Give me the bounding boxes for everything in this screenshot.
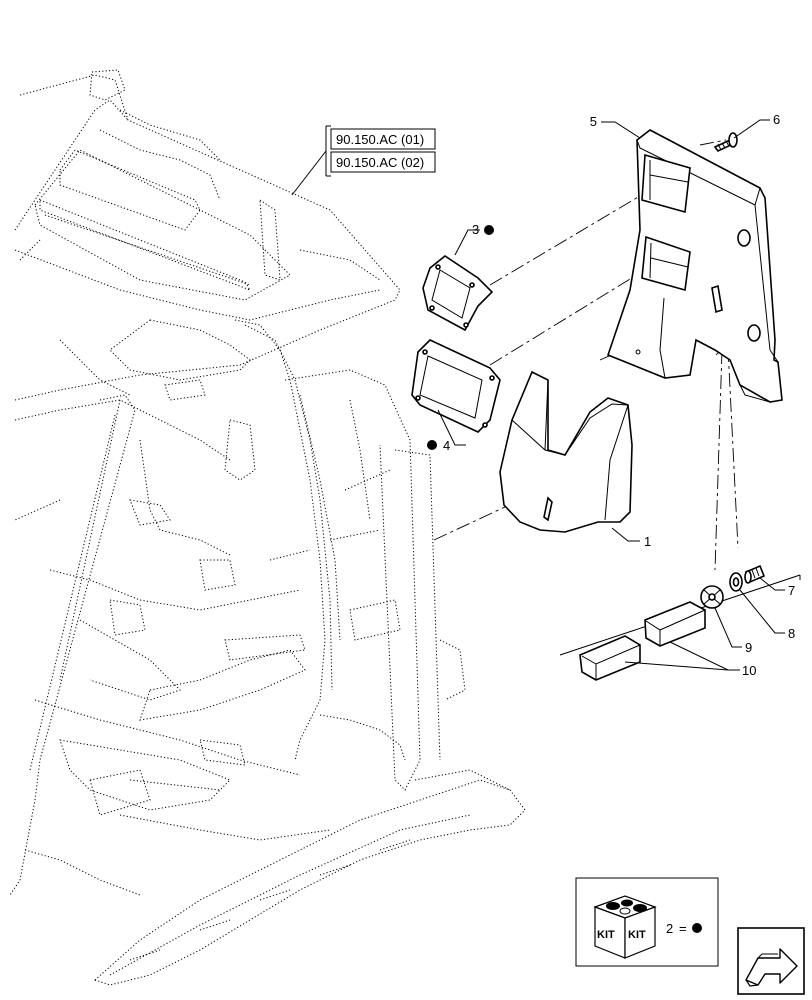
callout-2[interactable]: 2	[666, 921, 673, 936]
kit-legend: KIT KIT 2 =	[575, 877, 719, 967]
kit-dot-icon	[427, 440, 437, 450]
reference-leader-line	[291, 150, 327, 196]
alignment-line	[727, 347, 739, 549]
alignment-line	[699, 139, 727, 146]
callout-6[interactable]: 6	[773, 112, 780, 127]
part-3-gasket	[422, 255, 494, 332]
cab-frame-illustration	[9, 69, 526, 986]
kit-dot-icon	[484, 225, 494, 235]
part-4-gasket	[411, 339, 501, 433]
alignment-line	[489, 189, 651, 286]
callout-5[interactable]: 5	[590, 114, 597, 129]
kit-box-icon: KIT KIT	[593, 895, 657, 959]
callout-4[interactable]: 4	[443, 438, 450, 453]
callout-9[interactable]: 9	[745, 640, 752, 655]
next-page-arrow-icon[interactable]	[737, 927, 805, 995]
part-8-washer	[729, 572, 743, 592]
exploded-parts	[411, 129, 801, 681]
part-10-block	[644, 601, 706, 647]
callout-1[interactable]: 1	[644, 534, 651, 549]
callout-leaders	[437, 119, 785, 671]
reference-text-01: 90.150.AC (01)	[336, 132, 424, 147]
callout-8[interactable]: 8	[788, 626, 795, 641]
part-10-block	[579, 635, 641, 681]
part-1-holder	[499, 370, 633, 533]
callout-10[interactable]: 10	[742, 663, 756, 678]
callout-7[interactable]: 7	[788, 583, 795, 598]
alignment-line	[714, 349, 723, 571]
callout-3[interactable]: 3	[472, 222, 479, 237]
part-7-bolt	[744, 564, 766, 584]
reference-box-group: 90.150.AC (01) 90.150.AC (02)	[291, 125, 436, 196]
kit-label-left: KIT	[597, 929, 615, 941]
alignment-line	[489, 267, 649, 366]
legend-equals: =	[679, 921, 687, 936]
callout-numbers: 5 6 3 4 1 7 8 9 10	[427, 112, 795, 678]
kit-label-right: KIT	[628, 929, 646, 941]
reference-link-02[interactable]: 90.150.AC (02)	[330, 151, 436, 173]
part-5-bracket-plate	[607, 129, 783, 403]
reference-text-02: 90.150.AC (02)	[336, 155, 424, 170]
part-9-washer	[700, 585, 724, 609]
kit-dot-icon	[692, 923, 702, 933]
reference-link-01[interactable]: 90.150.AC (01)	[330, 128, 436, 150]
part-6-screw	[713, 132, 738, 152]
